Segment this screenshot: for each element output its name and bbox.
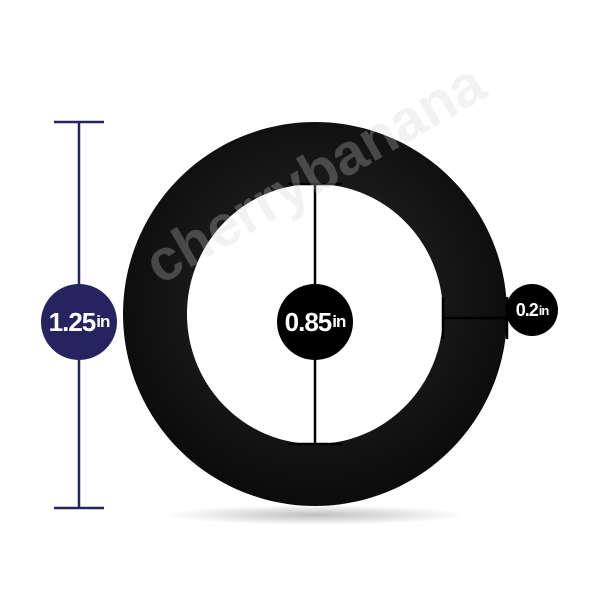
outer-diameter-value: 1.25 <box>48 306 97 337</box>
outer-diameter-unit: in <box>96 312 110 331</box>
ring-shape <box>123 122 508 506</box>
inner-diameter-value: 0.85 <box>284 306 333 337</box>
thickness-unit: in <box>538 302 550 318</box>
inner-diameter-unit: in <box>332 312 346 331</box>
ring-shadow <box>165 505 465 525</box>
thickness-value: 0.2 <box>515 299 539 320</box>
